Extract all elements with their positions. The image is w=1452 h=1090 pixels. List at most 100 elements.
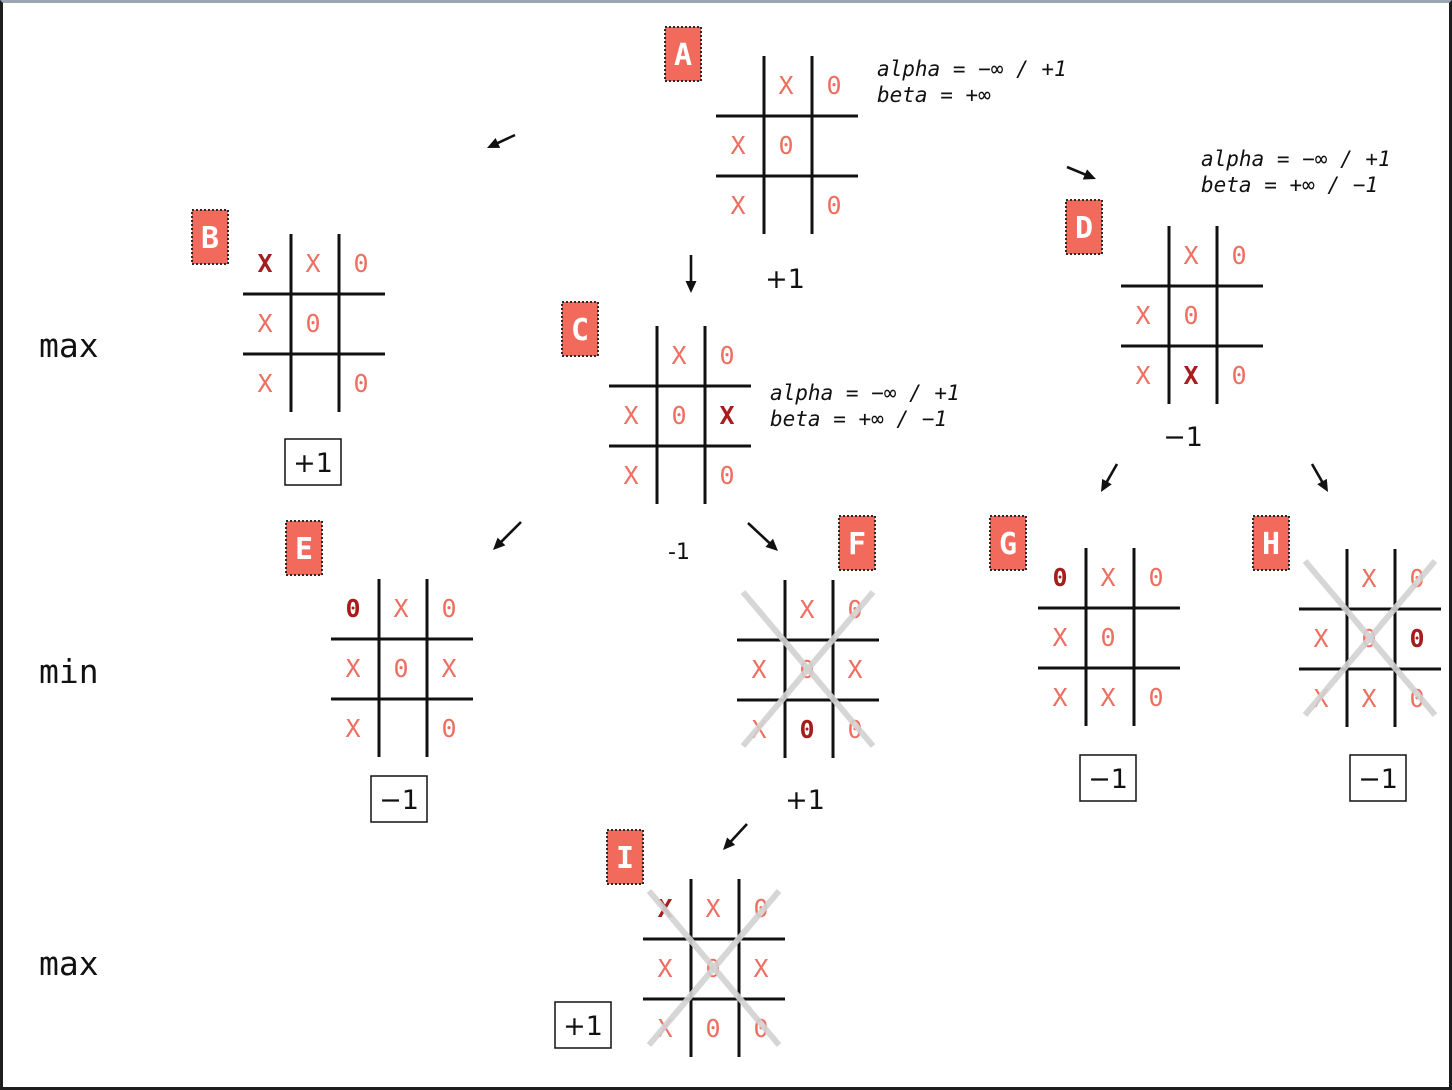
node-value: -1 — [668, 540, 690, 565]
board-grid — [1038, 548, 1180, 726]
arrow-head — [1082, 169, 1096, 180]
cell-0-1-x-mark: X — [778, 71, 793, 100]
arrow-shaft — [1066, 165, 1088, 177]
node-value-box: +1 — [284, 438, 342, 486]
node-value-box: −1 — [1079, 754, 1137, 802]
cell-2-1-o-mark: 0 — [799, 715, 814, 744]
cell-0-1-x-mark: X — [1361, 564, 1376, 593]
arrow-C-to-E — [493, 521, 522, 550]
arrow-head — [1317, 478, 1328, 492]
cell-2-2-o-mark: 0 — [826, 191, 841, 220]
arrow-C-to-F — [747, 522, 778, 551]
cell-0-1-x-mark: X — [671, 341, 686, 370]
arrow-head — [765, 538, 778, 551]
cell-0-1-x-mark: X — [393, 594, 408, 623]
level-label-max-1: max — [39, 326, 99, 365]
cell-1-2-x-mark: X — [753, 954, 768, 983]
cell-1-0-x-mark: X — [257, 309, 272, 338]
badge-letter: F — [848, 527, 866, 562]
cell-1-1-o-mark: 0 — [393, 654, 408, 683]
cell-2-0-x-mark: X — [730, 191, 745, 220]
arrow-shaft — [1310, 463, 1325, 484]
cell-2-2-o-mark: 0 — [1148, 683, 1163, 712]
cell-2-1-x-mark: X — [1183, 361, 1198, 390]
arrow-head — [493, 537, 506, 550]
arrow-head — [487, 137, 501, 148]
beta-line: beta = +∞ / −1 — [770, 407, 947, 431]
cell-1-2-x-mark: X — [847, 655, 862, 684]
badge-background — [191, 209, 229, 265]
cell-0-2-o-mark: 0 — [826, 71, 841, 100]
arrow-shaft — [1104, 463, 1119, 484]
node-F: FX0X0XX00+1 — [737, 515, 879, 816]
level-label-min: min — [39, 652, 99, 691]
cell-2-0-x-mark: X — [1052, 683, 1067, 712]
cell-0-2-o-mark: 0 — [1148, 563, 1163, 592]
badge-letter: D — [1075, 211, 1093, 246]
arrow-shaft — [499, 521, 522, 544]
badge-letter: A — [674, 38, 692, 73]
cell-1-1-o-mark: 0 — [1183, 301, 1198, 330]
node-value: +1 — [785, 785, 825, 816]
board-grid — [243, 234, 385, 412]
cell-1-0-x-mark: X — [1135, 301, 1150, 330]
node-value: −1 — [379, 785, 419, 816]
badge-background — [989, 515, 1027, 571]
cell-2-2-o-mark: 0 — [353, 369, 368, 398]
badge-letter: G — [999, 527, 1017, 562]
badge-background — [561, 301, 599, 357]
board-grid — [1299, 549, 1441, 727]
node-value: −1 — [1088, 764, 1128, 795]
node-badge-D: D — [1065, 199, 1103, 255]
badge-background — [838, 515, 876, 571]
badge-letter: E — [295, 532, 313, 567]
badge-letter: I — [616, 841, 634, 876]
value-box-frame — [554, 1001, 612, 1049]
badge-letter: B — [201, 221, 219, 256]
cell-2-1-x-mark: X — [1361, 684, 1376, 713]
node-badge-G: G — [989, 515, 1027, 571]
arrow-shaft — [728, 823, 748, 844]
arrow-head — [685, 281, 697, 293]
node-H: HX0X00XX0−1 — [1252, 515, 1441, 802]
cell-2-2-o-mark: 0 — [719, 461, 734, 490]
value-box-frame — [370, 775, 428, 823]
cell-0-0-o-mark: 0 — [1052, 563, 1067, 592]
value-box-frame — [284, 438, 342, 486]
node-badge-B: B — [191, 209, 229, 265]
node-badge-C: C — [561, 301, 599, 357]
cross-stroke — [646, 889, 782, 1047]
cell-2-0-x-mark: X — [257, 369, 272, 398]
arrow-head — [1101, 478, 1112, 492]
cell-2-0-x-mark: X — [623, 461, 638, 490]
cell-2-2-o-mark: 0 — [441, 714, 456, 743]
arrow-shaft — [747, 522, 772, 546]
badge-background — [1065, 199, 1103, 255]
node-badge-H: H — [1252, 515, 1290, 571]
cell-0-1-x-mark: X — [705, 894, 720, 923]
arrow-A-to-B — [487, 133, 516, 148]
badge-background — [664, 26, 702, 82]
pruned-cross-mark — [1302, 559, 1438, 717]
badge-background — [606, 829, 644, 885]
arrow-head — [723, 837, 736, 850]
beta-line: beta = +∞ / −1 — [1201, 173, 1378, 197]
cell-1-1-o-mark: 0 — [778, 131, 793, 160]
cell-1-1-o-mark: 0 — [305, 309, 320, 338]
node-value-box: −1 — [1349, 754, 1407, 802]
node-badge-F: F — [838, 515, 876, 571]
cell-0-1-x-mark: X — [305, 249, 320, 278]
alpha-line: alpha = −∞ / +1 — [877, 57, 1067, 81]
alpha-line: alpha = −∞ / +1 — [770, 381, 960, 405]
badge-letter: C — [571, 313, 589, 348]
cell-1-1-o-mark: 0 — [1100, 623, 1115, 652]
